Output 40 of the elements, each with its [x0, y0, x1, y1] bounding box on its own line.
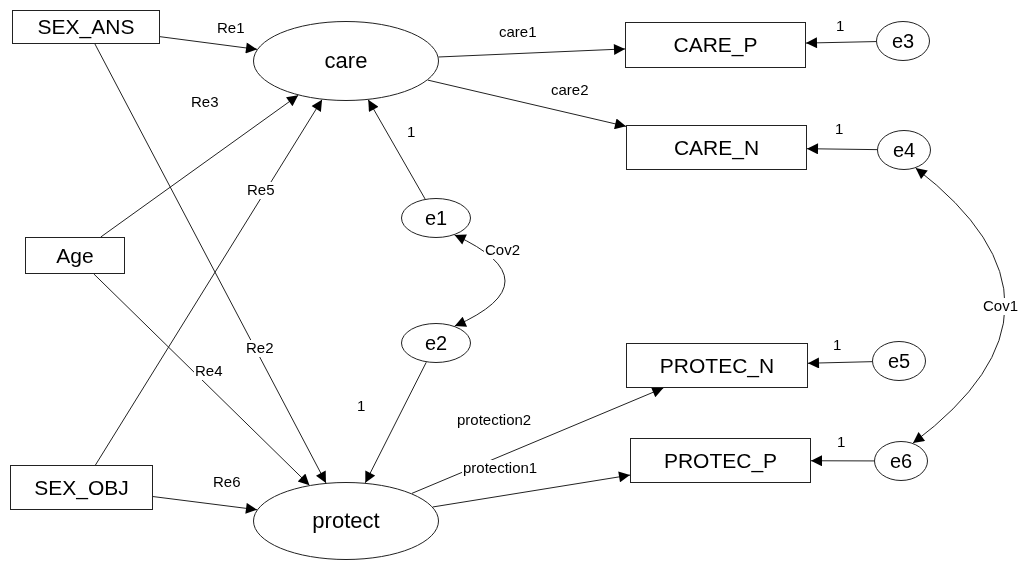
observed-variable-box: SEX_ANS [12, 10, 160, 44]
edge-label: Re4 [194, 363, 224, 380]
path-arrow [806, 143, 878, 155]
latent-variable-ellipse: care [253, 21, 439, 101]
path-arrow [427, 79, 627, 130]
observed-variable-box: Age [25, 237, 125, 274]
covariance-arrow [454, 234, 506, 327]
error-term-ellipse: e3 [876, 21, 930, 61]
edge-label: Cov2 [484, 242, 522, 259]
error-term-ellipse: e2 [401, 323, 471, 363]
error-term-ellipse: e4 [877, 130, 931, 170]
path-arrow [94, 43, 327, 484]
path-arrow [93, 273, 310, 486]
error-term-ellipse: e6 [874, 441, 928, 481]
observed-variable-box: PROTEC_P [630, 438, 811, 483]
path-arrow [367, 99, 426, 200]
path-arrow [805, 37, 877, 49]
edge-label: Re5 [246, 182, 276, 199]
edge-label: Re2 [245, 340, 275, 357]
covariance-arrow [912, 167, 1006, 444]
latent-variable-ellipse: protect [253, 482, 439, 560]
path-arrow [432, 471, 631, 508]
error-term-ellipse: e1 [401, 198, 471, 238]
path-arrow [438, 43, 626, 58]
edge-label: Cov1 [982, 298, 1020, 315]
observed-variable-box: SEX_OBJ [10, 465, 153, 510]
path-arrow [159, 36, 258, 54]
path-arrow [810, 455, 875, 467]
error-term-ellipse: e5 [872, 341, 926, 381]
observed-variable-box: CARE_N [626, 125, 807, 170]
path-arrow [152, 496, 258, 514]
path-arrow [364, 361, 427, 484]
observed-variable-box: PROTEC_N [626, 343, 808, 388]
edge-label: protection2 [456, 412, 533, 429]
edge-label: protection1 [462, 460, 539, 477]
path-arrow [807, 357, 873, 369]
path-arrow [94, 99, 323, 466]
observed-variable-box: CARE_P [625, 22, 806, 68]
path-arrow [100, 94, 299, 238]
path-arrow [411, 387, 664, 494]
